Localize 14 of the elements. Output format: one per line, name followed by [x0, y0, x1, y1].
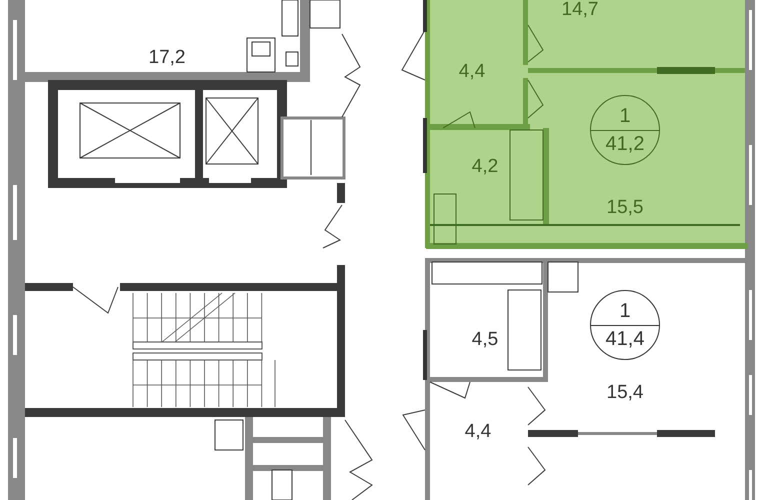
room-area: 17,2	[148, 48, 186, 68]
total-area: 41,2	[591, 133, 659, 155]
apartment-marker	[590, 95, 660, 165]
room-area: 4,5	[472, 330, 498, 350]
room-count: 1	[618, 105, 632, 127]
room-area: 15,5	[606, 198, 644, 218]
room-area: 4,4	[458, 62, 486, 82]
apartment-marker	[590, 290, 660, 360]
room-area: 15,4	[606, 383, 644, 403]
room-area: 14,7	[562, 0, 598, 20]
room-area: 4,4	[464, 422, 492, 442]
total-area: 41,4	[591, 328, 659, 350]
room-count: 1	[618, 300, 632, 322]
room-area: 4,2	[472, 157, 498, 177]
